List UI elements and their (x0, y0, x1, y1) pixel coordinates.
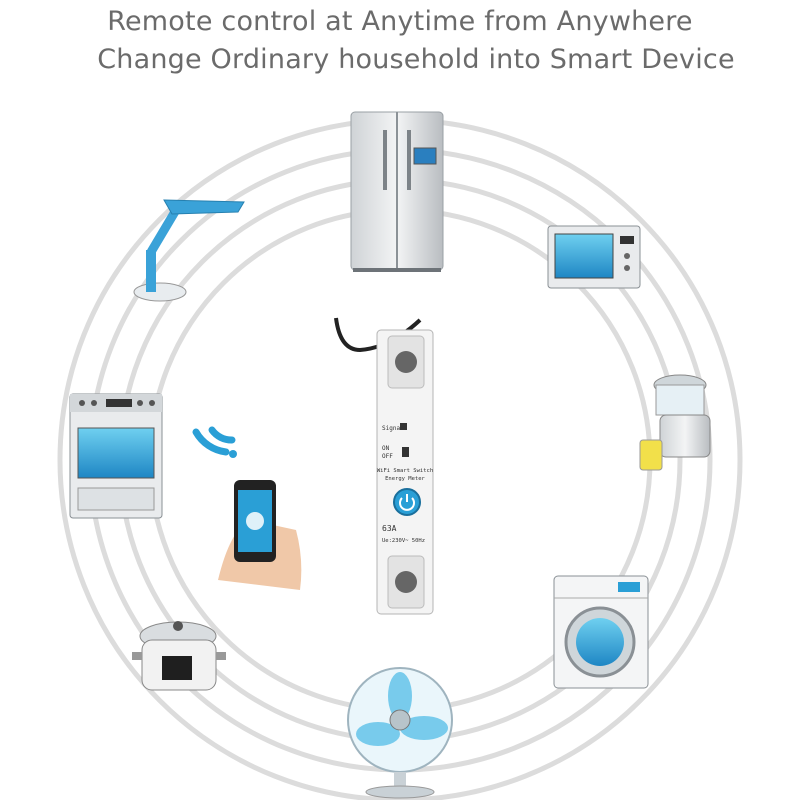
signal-indicator (400, 423, 407, 430)
signal-label: Signal (382, 425, 404, 432)
power-button-icon[interactable] (399, 494, 415, 511)
juicer-icon (639, 374, 711, 471)
voltage-spec: Ue:230V~ 50Hz (382, 538, 425, 544)
model-line-2: Energy Meter (385, 476, 425, 482)
off-label: OFF (382, 453, 393, 460)
desk-lamp-icon (133, 199, 245, 302)
on-label: ON (382, 445, 390, 452)
fan-icon (347, 667, 453, 799)
rice-cooker-icon (132, 621, 226, 691)
microwave-icon (547, 225, 641, 289)
headline-line-2: Change Ordinary household into Smart Dev… (97, 44, 735, 75)
on-off-indicator (402, 447, 409, 457)
washing-machine-icon (553, 575, 649, 689)
headline-line-1: Remote control at Anytime from Anywhere (107, 6, 693, 37)
current-rating: 63A (382, 524, 397, 533)
wifi-icon (192, 426, 237, 458)
oven-icon (69, 393, 163, 519)
smart-switch-device: Signal ON OFF WiFi Smart Switch Energy M… (376, 329, 434, 615)
model-line-1: WiFi Smart Switch (377, 468, 433, 474)
refrigerator-icon (350, 111, 444, 272)
smartphone-icon (218, 480, 302, 590)
